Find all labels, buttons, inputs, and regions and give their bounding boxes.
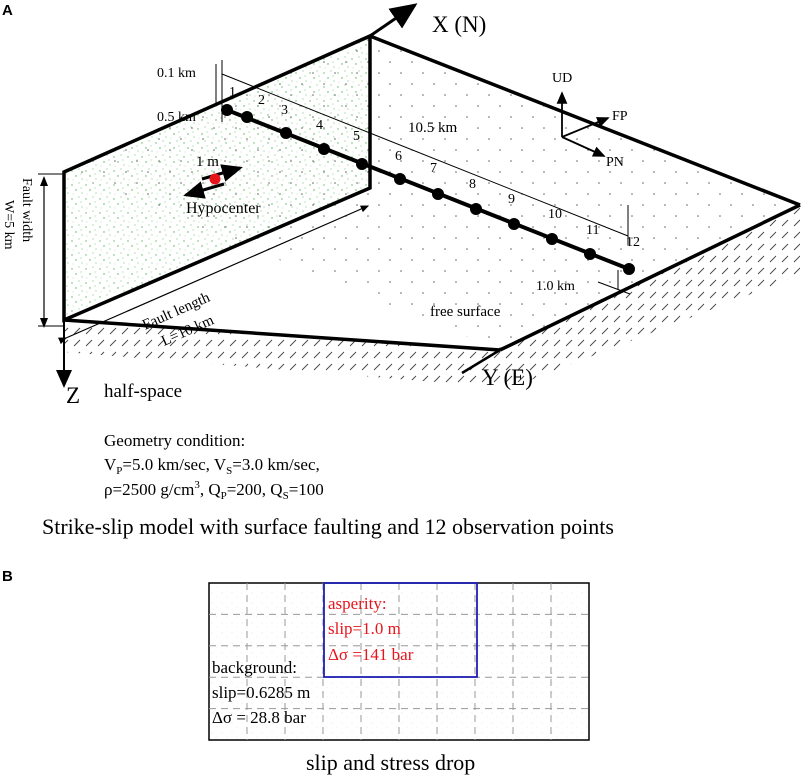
background-stress: Δσ = 28.8 bar <box>212 708 306 727</box>
asperity-title: asperity: <box>328 594 387 613</box>
hypocenter-label: Hypocenter <box>186 200 261 217</box>
dist-105-label: 10.5 km <box>408 120 458 136</box>
hypocenter-dot <box>209 173 221 185</box>
station-7-label: 7 <box>430 161 437 176</box>
station-7-marker <box>432 188 444 200</box>
ud-label: UD <box>552 71 572 86</box>
geometry-line2: ρ=2500 g/cm3, QP=200, QS=100 <box>104 479 324 502</box>
fault-width-arrow-top <box>40 176 48 186</box>
station-6-label: 6 <box>395 149 402 164</box>
station-12-marker <box>623 263 635 275</box>
fault-width-value: W=5 km <box>1 200 16 250</box>
station-5-label: 5 <box>353 129 360 144</box>
asperity-stress: Δσ =141 bar <box>328 645 414 664</box>
dist-01-label: 0.1 km <box>157 66 196 81</box>
dim-10-5km <box>221 73 629 237</box>
dist-05-label: 0.5 km <box>157 110 196 125</box>
background-slip: slip=0.6285 m <box>212 683 310 702</box>
fault-width-label: Fault width <box>19 178 34 242</box>
station-8-marker <box>470 203 482 215</box>
slip-label: 1 m <box>196 154 219 170</box>
station-line <box>226 108 630 271</box>
x-axis-label: X (N) <box>432 12 486 37</box>
fp-label: FP <box>612 109 628 124</box>
station-10-label: 10 <box>548 207 562 222</box>
geometry-line1: VP=5.0 km/sec, VS=3.0 km/sec, <box>104 455 320 477</box>
half-space-label: half-space <box>104 381 182 402</box>
fault-width-arrow-bot <box>40 318 48 328</box>
station-1-label: 1 <box>229 85 236 100</box>
station-8-label: 8 <box>469 177 476 192</box>
y-axis-line <box>461 348 501 375</box>
panel-a-caption: Strike-slip model with surface faulting … <box>42 514 614 539</box>
panel-b-caption: slip and stress drop <box>306 750 475 775</box>
station-5-marker <box>356 158 368 170</box>
station-3-marker <box>280 127 292 139</box>
grid-lines <box>209 583 589 740</box>
station-2-marker <box>241 111 253 123</box>
background-title: background: <box>212 658 297 677</box>
station-6-marker <box>394 173 406 185</box>
slip-arrow-upper <box>201 164 243 182</box>
station-11-marker <box>584 248 596 260</box>
dim-1km-line <box>597 281 631 295</box>
station-3-label: 3 <box>281 103 288 118</box>
geometry-title: Geometry condition: <box>104 431 245 450</box>
station-1-marker <box>221 104 233 116</box>
asperity-slip: slip=1.0 m <box>328 619 401 638</box>
surface-front-edge <box>499 203 801 352</box>
station-4-label: 4 <box>316 118 323 133</box>
asperity-box <box>323 582 478 678</box>
station-9-marker <box>508 218 520 230</box>
panel-a-letter: A <box>2 2 13 19</box>
slip-arrow-lower <box>183 181 225 199</box>
free-surface-label: free surface <box>430 304 501 320</box>
station-9-label: 9 <box>508 192 515 207</box>
panel-b-letter: B <box>2 568 13 585</box>
fault-length-dim <box>57 205 370 345</box>
pn-arrow <box>561 136 606 157</box>
fp-arrow <box>561 117 610 138</box>
y-axis-label: Y (E) <box>482 365 533 390</box>
x-axis-line <box>369 3 418 38</box>
station-12-label: 12 <box>626 235 640 250</box>
dist-10-label: 1.0 km <box>536 279 575 294</box>
station-10-marker <box>546 233 558 245</box>
station-4-marker <box>318 143 330 155</box>
station-11-label: 11 <box>586 223 599 238</box>
pn-label: PN <box>606 155 624 170</box>
station-2-label: 2 <box>258 93 265 108</box>
z-axis-label: Z <box>66 383 80 408</box>
